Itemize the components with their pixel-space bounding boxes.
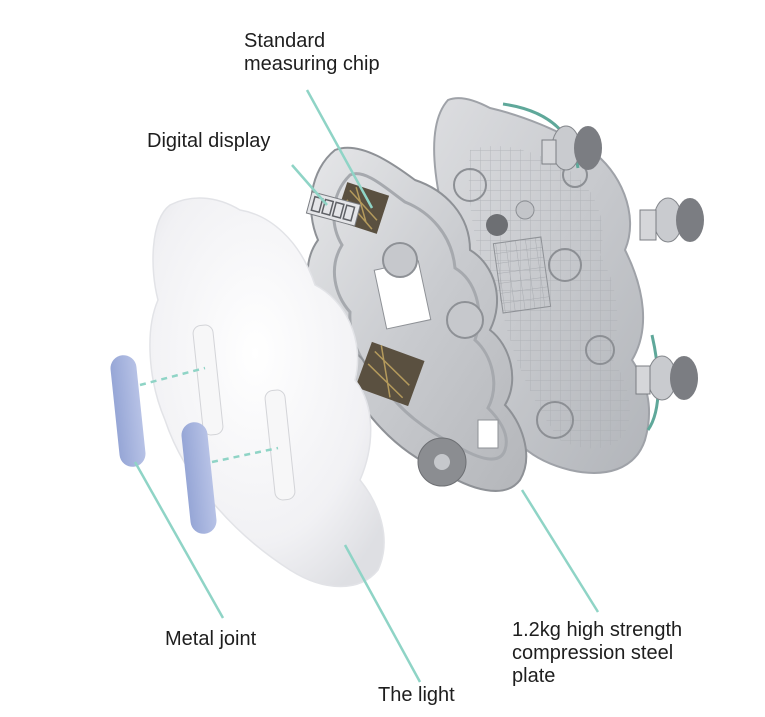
steel-plate-ring bbox=[382, 242, 418, 278]
metal-joint bbox=[110, 355, 146, 467]
sensor-foot-middle bbox=[639, 197, 704, 243]
label-standard-measuring-chip: Standard measuring chip bbox=[244, 30, 380, 75]
leader-line-joint bbox=[133, 461, 225, 619]
panel-electrode bbox=[192, 324, 224, 436]
sensor-foot-top bbox=[502, 102, 602, 171]
leader-line-steel bbox=[520, 489, 600, 613]
label-digital-display: Digital display bbox=[147, 130, 271, 152]
steel-plate-slot bbox=[477, 419, 499, 449]
metal-joints bbox=[110, 355, 217, 534]
steel-plate-ring bbox=[446, 301, 484, 339]
base-grid-vent bbox=[492, 236, 552, 314]
base-boss bbox=[536, 401, 574, 439]
leader-line-chip bbox=[305, 89, 374, 209]
leader-line-light bbox=[343, 544, 422, 683]
label-the-light: The light bbox=[378, 684, 455, 706]
leader-lines bbox=[133, 89, 600, 683]
base-boss bbox=[585, 335, 615, 365]
sensor-foot-icon bbox=[635, 365, 651, 395]
metal-joint bbox=[181, 422, 217, 534]
dashed-connectors bbox=[139, 366, 279, 464]
base-hole bbox=[486, 214, 508, 236]
label-steel-plate: 1.2kg high strength compression steel pl… bbox=[512, 619, 683, 687]
label-metal-joint: Metal joint bbox=[165, 628, 257, 650]
digital-display-icon bbox=[305, 191, 362, 227]
panel-electrode bbox=[264, 389, 296, 501]
base-boss bbox=[548, 248, 582, 282]
sensor-foot-bottom bbox=[635, 334, 698, 431]
sensor-foot-icon bbox=[541, 139, 557, 165]
leader-line-display bbox=[291, 164, 328, 206]
base-boss bbox=[453, 168, 487, 202]
base-boss bbox=[515, 200, 535, 220]
chip-icon bbox=[355, 341, 425, 407]
sensor-foot-icon bbox=[639, 209, 657, 241]
